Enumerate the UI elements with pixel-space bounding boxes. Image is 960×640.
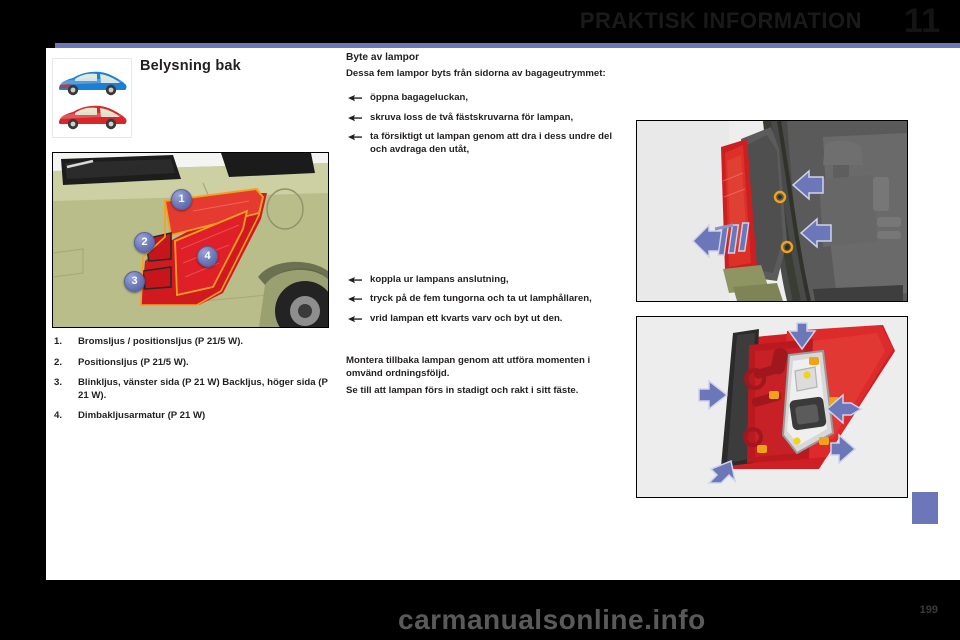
procedure-notes: Montera tillbaka lampan genom att utföra… bbox=[346, 355, 622, 397]
figure-boot-side-screws bbox=[636, 120, 908, 302]
header-rule bbox=[55, 43, 960, 48]
note-text: Se till att lampan förs in stadigt och r… bbox=[346, 385, 579, 397]
left-margin-band bbox=[0, 44, 46, 640]
section-title: Belysning bak bbox=[140, 58, 241, 74]
list-item-number: 3. bbox=[54, 377, 63, 389]
page-title: PRAKTISK INFORMATION bbox=[579, 8, 862, 33]
procedure-lead: Dessa fem lampor byts från sidorna av ba… bbox=[346, 68, 606, 79]
list-item: skruva loss de två fästskruvarna för lam… bbox=[346, 112, 622, 124]
figure-rear-lamp-exterior: 1 2 3 4 bbox=[52, 152, 335, 341]
pointing-hand-icon bbox=[348, 276, 362, 284]
pointing-hand-icon bbox=[348, 114, 362, 122]
watermark: carmanualsonline.info bbox=[398, 604, 706, 635]
step-text: vrid lampan ett kvarts varv och byt ut d… bbox=[370, 312, 563, 324]
procedure-heading: Byte av lampor bbox=[346, 52, 420, 63]
list-item-label: Positionsljus (P 21/5 W). bbox=[78, 356, 189, 368]
chapter-number: 11 bbox=[904, 2, 940, 40]
list-item-number: 1. bbox=[54, 336, 63, 347]
list-item: 2. Positionsljus (P 21/5 W). bbox=[52, 357, 332, 370]
list-item: 3. Blinkljus, vänster sida (P 21 W) Back… bbox=[52, 377, 332, 402]
step-text: öppna bagageluckan, bbox=[370, 92, 469, 104]
procedure-steps-bottom: koppla ur lampans anslutning, tryck på d… bbox=[346, 274, 622, 325]
list-item: 4. Dimbakljusarmatur (P 21 W) bbox=[52, 410, 332, 423]
list-item: ta försiktigt ut lampan genom att dra i … bbox=[346, 131, 622, 156]
page-number: 199 bbox=[919, 604, 938, 616]
chapter-side-tab bbox=[912, 492, 938, 524]
procedure-column: Byte av lampor Dessa fem lampor byts frå… bbox=[346, 52, 622, 406]
callout-badge-4: 4 bbox=[197, 246, 218, 267]
pointing-hand-icon bbox=[348, 315, 362, 323]
list-item: öppna bagageluckan, bbox=[346, 92, 622, 104]
callout-badge-2: 2 bbox=[134, 232, 155, 253]
step-text: koppla ur lampans anslutning, bbox=[370, 274, 509, 286]
figure-lamp-unit-tabs bbox=[636, 316, 908, 498]
list-item-number: 2. bbox=[54, 356, 63, 368]
step-text: ta försiktigt ut lampan genom att dra i … bbox=[370, 131, 613, 155]
step-text: skruva loss de två fästskruvarna för lam… bbox=[370, 111, 574, 123]
list-item: 1. Bromsljus / positionsljus (P 21/5 W). bbox=[52, 336, 332, 349]
callout-badge-1: 1 bbox=[171, 189, 192, 210]
pointing-hand-icon bbox=[348, 94, 362, 102]
note-text: Montera tillbaka lampan genom att utföra… bbox=[346, 355, 591, 379]
page-header: PRAKTISK INFORMATION 11 bbox=[0, 0, 960, 44]
list-item: tryck på de fem tungorna och ta ut lamph… bbox=[346, 293, 622, 305]
list-item: koppla ur lampans anslutning, bbox=[346, 274, 622, 286]
lamp-reference-list: 1. Bromsljus / positionsljus (P 21/5 W).… bbox=[52, 336, 332, 431]
pointing-hand-icon bbox=[348, 295, 362, 303]
step-text: tryck på de fem tungorna och ta ut lamph… bbox=[370, 293, 592, 305]
procedure-steps-top: öppna bagageluckan, skruva loss de två f… bbox=[346, 92, 622, 156]
list-item-label: Dimbakljusarmatur (P 21 W) bbox=[78, 410, 206, 422]
bottom-margin-band bbox=[0, 580, 960, 640]
list-item-number: 4. bbox=[54, 410, 63, 422]
callout-badge-3: 3 bbox=[124, 271, 145, 292]
pointing-hand-icon bbox=[348, 133, 362, 141]
two-cars-icon bbox=[52, 58, 132, 138]
list-item-label: Bromsljus / positionsljus (P 21/5 W). bbox=[78, 336, 244, 347]
list-item-label: Blinkljus, vänster sida (P 21 W) Backlju… bbox=[78, 377, 328, 401]
list-item: vrid lampan ett kvarts varv och byt ut d… bbox=[346, 313, 622, 325]
